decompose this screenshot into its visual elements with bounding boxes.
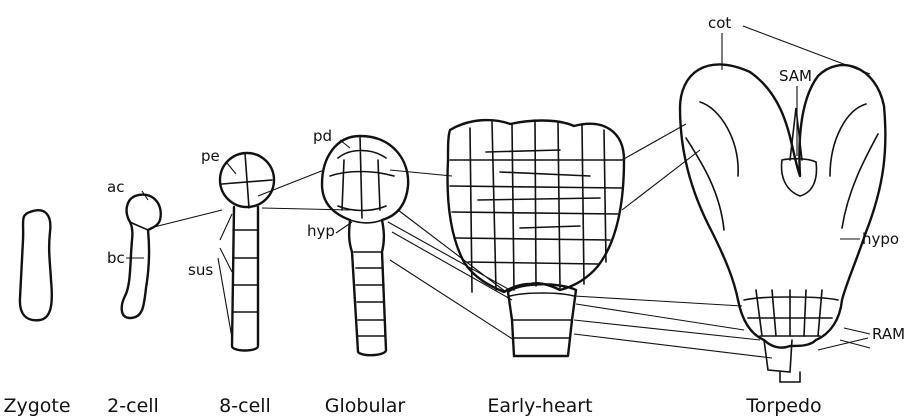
label-pd: pd [313,127,332,145]
connector-lines [150,124,772,358]
zygote-embryo [20,210,52,320]
part-labels: ac bc pe sus pd hyp cot SAM hypo RAM [107,14,905,343]
stage-label-globular: Globular [325,395,406,417]
eight-cell-embryo [220,153,274,351]
label-bc: bc [107,249,125,267]
stage-label-2-cell: 2-cell [107,395,159,417]
stage-label-early-heart: Early-heart [487,395,592,417]
label-sus: sus [188,261,213,279]
globular-embryo [322,136,408,355]
label-pe: pe [201,147,220,165]
two-cell-embryo [122,195,161,318]
early-heart-embryo [448,120,624,356]
label-sam: SAM [779,67,812,85]
label-ac: ac [107,178,124,196]
stage-names: Zygote 2-cell 8-cell Globular Early-hear… [3,395,821,417]
label-leaders [126,26,870,350]
label-hyp: hyp [307,222,335,240]
stage-label-zygote: Zygote [3,395,70,417]
stage-label-torpedo: Torpedo [745,395,821,417]
label-hypo: hypo [862,230,899,248]
label-ram: RAM [872,325,905,343]
stage-label-8-cell: 8-cell [219,395,271,417]
label-cot: cot [708,14,731,32]
